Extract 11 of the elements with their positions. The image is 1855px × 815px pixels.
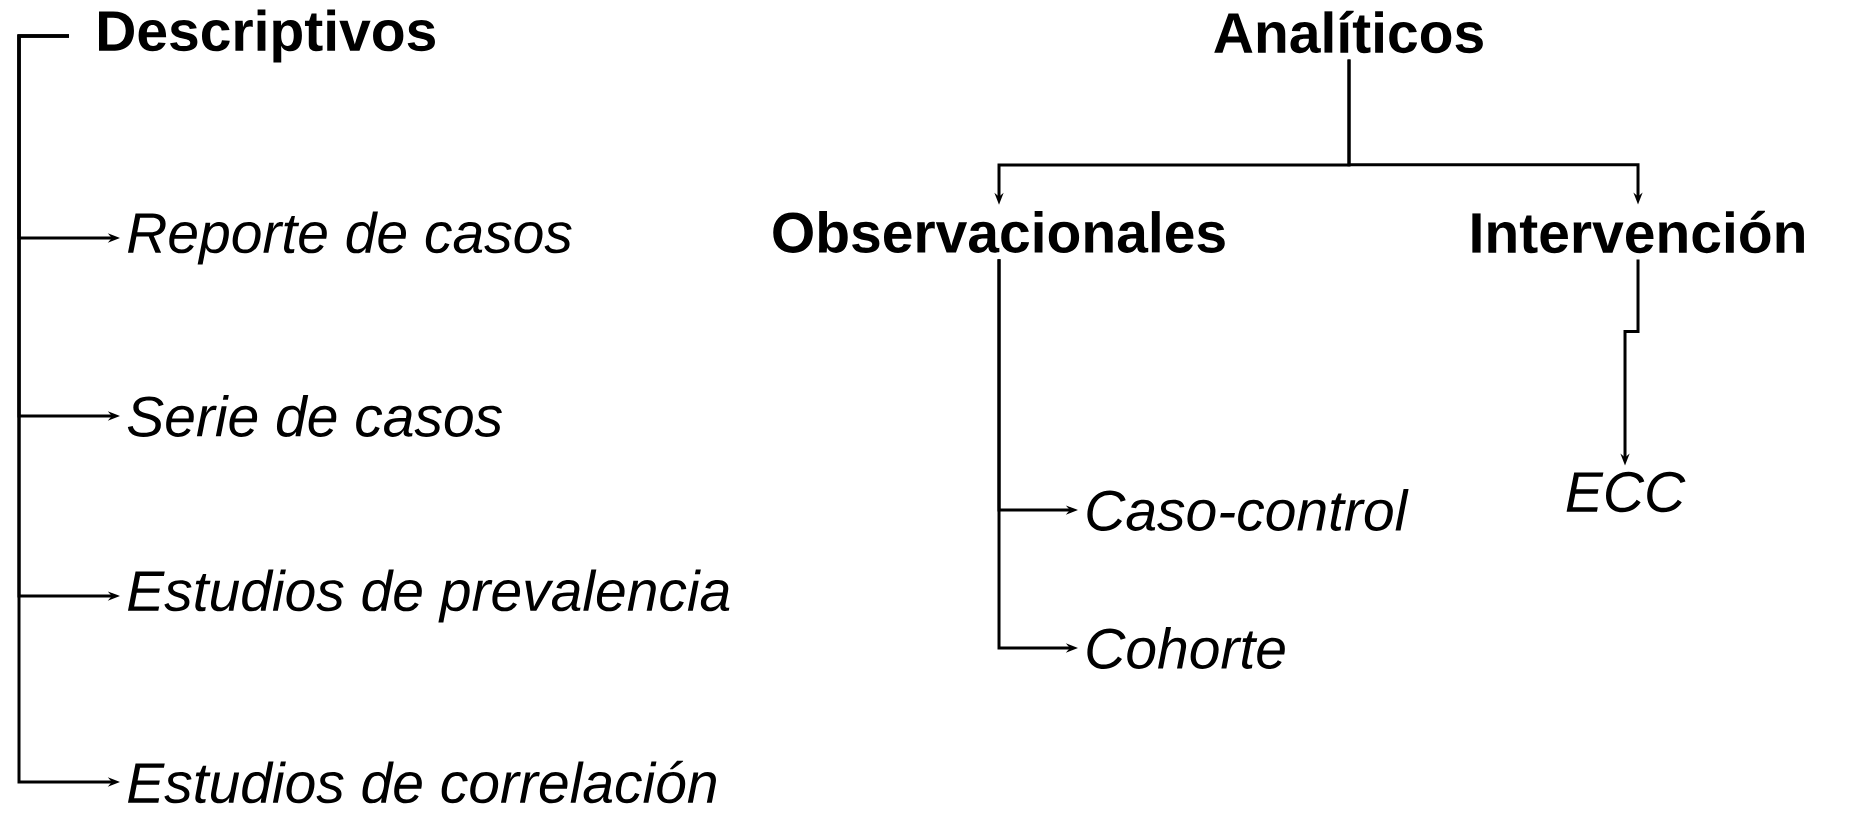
item-text: ECC xyxy=(1566,471,1686,513)
heading-text: Intervención xyxy=(1472,210,1804,254)
item-text: Cohorte xyxy=(1087,627,1285,669)
heading-text: Descriptivos xyxy=(99,9,435,63)
item-text: Serie de casos xyxy=(127,395,502,437)
item-text: Estudios de prevalencia xyxy=(127,569,730,623)
heading-text: Analíticos xyxy=(1214,10,1483,54)
heading-text: Observacionales xyxy=(773,211,1225,253)
item-text: Estudios de correlación xyxy=(127,760,716,804)
item-text: Caso-control xyxy=(1087,489,1409,531)
item-text: Reporte de casos xyxy=(127,211,572,265)
